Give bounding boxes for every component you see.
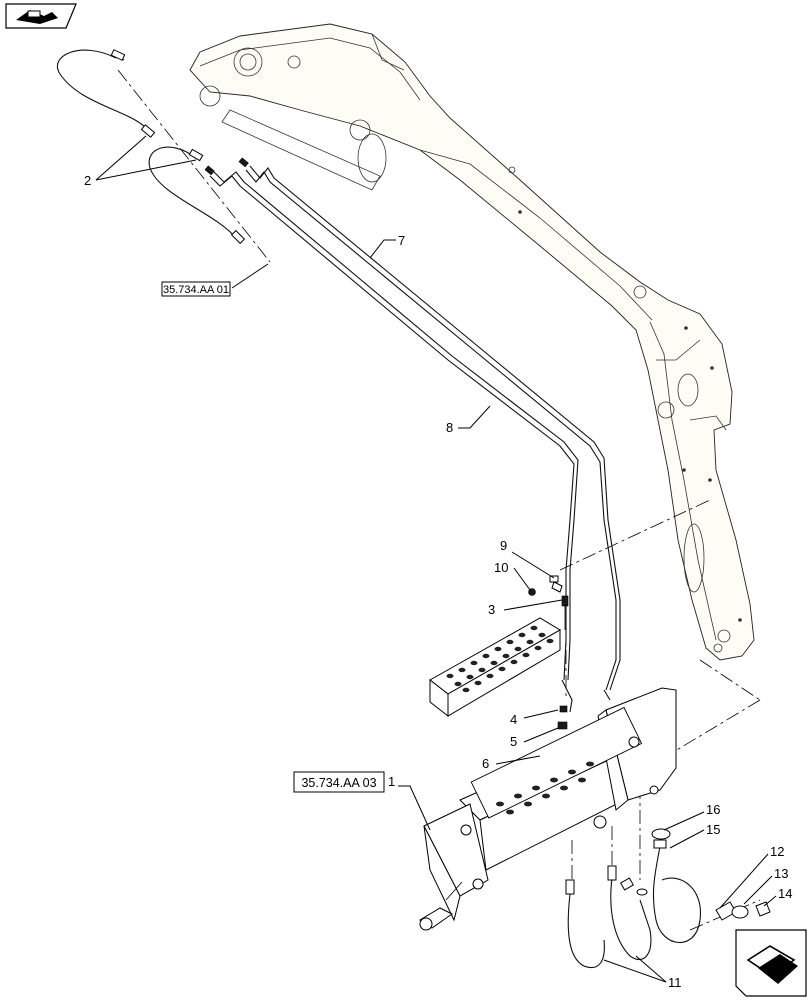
callout-label: 13 (774, 866, 788, 881)
callout-label: 4 (510, 712, 517, 727)
clamp-parts (715, 901, 771, 921)
callout-label: 15 (706, 822, 720, 837)
coupler-assembly (419, 687, 677, 931)
callout-label: 2 (84, 173, 91, 188)
callout-label: 5 (510, 734, 517, 749)
center-lines (117, 69, 761, 931)
back-arrow-icon[interactable] (5, 3, 77, 29)
reference-label: 35.734.AA 01 (163, 284, 229, 296)
step-plate (429, 617, 561, 718)
hydraulic-hoses (57, 49, 246, 245)
callout-label: 16 (706, 802, 720, 817)
callout-label: 9 (500, 538, 507, 553)
fasteners (528, 575, 569, 754)
lower-hoses (565, 828, 701, 968)
callout-label: 3 (488, 602, 495, 617)
callout-label: 12 (770, 844, 784, 859)
loader-boom (189, 23, 755, 661)
callout-label: 7 (398, 233, 405, 248)
steel-tubes (204, 157, 621, 713)
callout-label: 1 (388, 774, 395, 789)
callout-label: 8 (446, 420, 453, 435)
callout-label: 14 (778, 886, 792, 901)
next-arrow-icon[interactable] (735, 929, 807, 997)
reference-box-bottom[interactable]: 35.734.AA 03 (293, 771, 385, 793)
reference-box-top[interactable]: 35.734.AA 01 (161, 281, 231, 297)
callout-label: 11 (668, 975, 682, 990)
callout-label: 6 (482, 756, 489, 771)
reference-label: 35.734.AA 03 (301, 776, 376, 790)
callout-label: 10 (494, 560, 508, 575)
leader-lines (95, 135, 777, 983)
